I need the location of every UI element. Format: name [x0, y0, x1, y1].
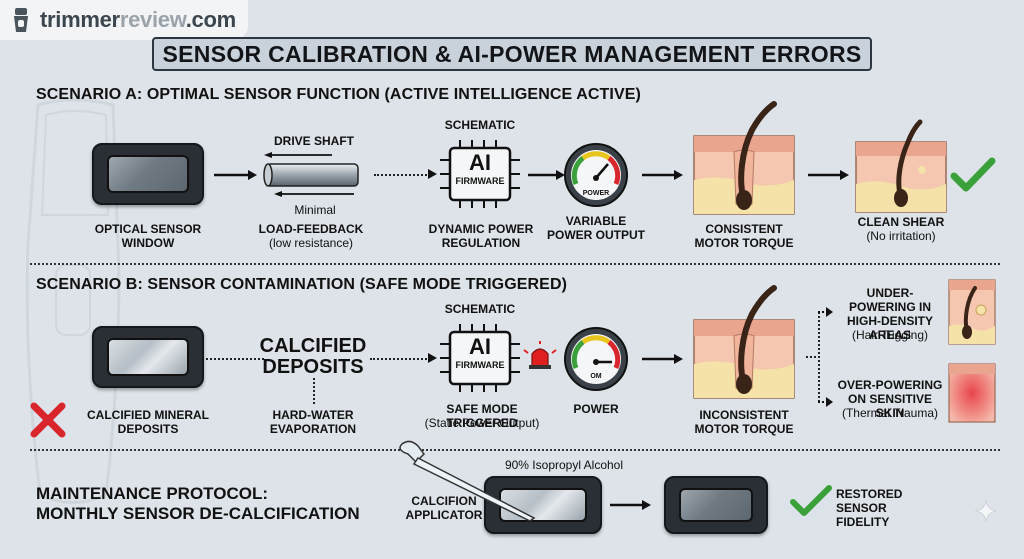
maintenance-heading-line1: MAINTENANCE PROTOCOL: [36, 484, 269, 503]
check-icon [950, 157, 996, 192]
arrow-icon [642, 170, 683, 180]
power-gauge-icon [564, 327, 628, 391]
dotted-connector [374, 174, 430, 176]
dotted-connector [313, 378, 315, 404]
dotted-connector [370, 358, 430, 360]
scenario-b-heading: SCENARIO B: SENSOR CONTAMINATION (SAFE M… [36, 276, 568, 293]
section-divider [30, 263, 1000, 265]
section-divider [30, 449, 1000, 451]
arrow-icon [808, 170, 849, 180]
dynamic-power-label: DYNAMIC POWER REGULATION [428, 222, 534, 250]
alcohol-label: 90% Isopropyl Alcohol [504, 458, 624, 472]
sparkle-icon [974, 499, 998, 523]
load-feedback-label: LOAD-FEEDBACK [258, 222, 364, 236]
static-power-label: (Static Power Output) [424, 416, 540, 430]
safe-mode-label: SAFE MODE TRIGGERED [446, 402, 518, 430]
chip-ai-text: AI [469, 150, 491, 175]
schematic-label: SCHEMATIC [444, 302, 516, 316]
over-powering-label: OVER-POWERING ON SENSITIVE SKIN [837, 378, 943, 420]
consistent-torque-label: CONSISTENT MOTOR TORQUE [694, 222, 794, 250]
cross-icon [30, 402, 66, 438]
chip-ai-text: AI [469, 334, 491, 359]
drive-shaft-label: DRIVE SHAFT [273, 134, 354, 148]
gauge-text: OM [590, 373, 602, 380]
arrow-head-icon [818, 307, 833, 317]
inconsistent-torque-label: INCONSISTENT MOTOR TORQUE [694, 408, 794, 436]
chip-firmware-text: FIRMWARE [455, 176, 505, 186]
applicator-label: CALCIFION APPLICATOR [405, 494, 483, 522]
ai-chip-icon [440, 140, 520, 208]
dotted-connector [806, 356, 820, 358]
clean-skin-icon [855, 119, 947, 213]
maintenance-heading-line2: MONTHLY SENSOR DE-CALCIFICATION [36, 504, 360, 523]
contaminated-sensor-window [92, 326, 204, 388]
chip-firmware-text: FIRMWARE [455, 360, 505, 370]
drive-shaft-icon [263, 152, 359, 197]
power-gauge-icon [564, 143, 628, 207]
pipette-icon [399, 440, 536, 522]
ai-chip-icon [440, 324, 520, 392]
calcified-deposits-label: CALCIFIED DEPOSITS [259, 335, 367, 378]
shaver-logo-icon [14, 8, 28, 32]
brand-name: trimmerreview.com [40, 7, 236, 32]
calcified-mineral-label: CALCIFIED MINERAL DEPOSITS [87, 408, 209, 436]
arrow-head-icon [428, 353, 437, 363]
under-powering-label: UNDER-POWERING IN HIGH-DENSITY AREAS [846, 286, 933, 342]
brand-bar: trimmerreview.com [0, 0, 248, 40]
clean-shear-label: CLEAN SHEAR [857, 215, 945, 229]
page-title-box: SENSOR CALIBRATION & AI-POWER MANAGEMENT… [152, 37, 872, 71]
hair-tugging-icon [948, 279, 996, 345]
power-label: POWER [573, 402, 619, 416]
arrow-icon [642, 354, 683, 364]
optical-sensor-window [92, 143, 204, 205]
hair-tugging-label: (Hair Tugging) [851, 328, 929, 342]
page-title: SENSOR CALIBRATION & AI-POWER MANAGEMENT… [162, 40, 862, 67]
skin-hair-icon [693, 285, 795, 399]
low-resistance-label: (low resistance) [268, 236, 354, 250]
arrow-head-icon [428, 169, 437, 179]
variable-power-label: VARIABLE POWER OUTPUT [547, 214, 645, 242]
clean-sensor-window [664, 476, 768, 534]
arrow-head-icon [818, 397, 833, 407]
minimal-label: Minimal [294, 203, 336, 217]
arrow-icon [610, 500, 651, 510]
thermal-trauma-label: (Thermal Trauma) [841, 406, 939, 420]
arrow-icon [528, 170, 565, 180]
siren-icon [523, 341, 557, 369]
arrow-icon [214, 170, 257, 180]
dirty-sensor-window [484, 476, 602, 534]
scenario-a-heading: SCENARIO A: OPTIMAL SENSOR FUNCTION (ACT… [36, 86, 641, 103]
thermal-skin-icon [948, 363, 996, 423]
sensor-label: OPTICAL SENSOR WINDOW [94, 222, 202, 250]
gauge-text: POWER [582, 190, 610, 197]
skin-hair-icon [693, 101, 795, 215]
restored-label: RESTORED SENSOR FIDELITY [836, 487, 903, 529]
dotted-connector [206, 358, 264, 360]
check-icon [790, 485, 832, 516]
hard-water-label: HARD-WATER EVAPORATION [269, 408, 357, 436]
schematic-label: SCHEMATIC [444, 118, 516, 132]
no-irritation-label: (No irritation) [866, 229, 936, 243]
